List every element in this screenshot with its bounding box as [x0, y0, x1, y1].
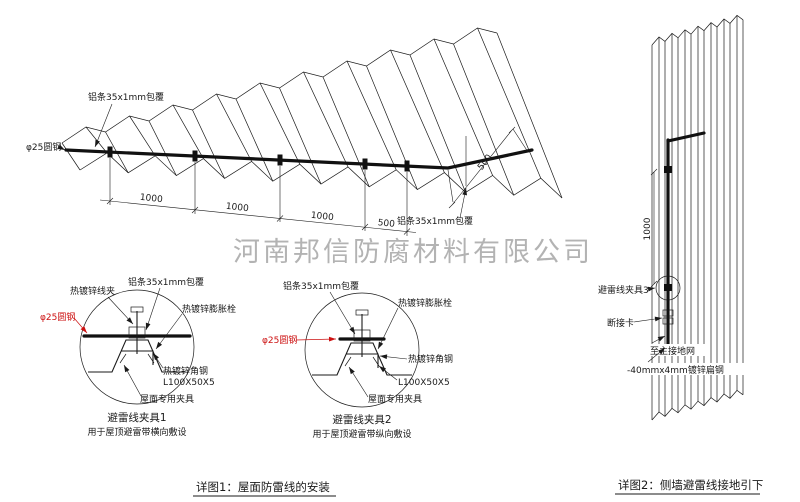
wall-label-clamp3: 避雷线夹具3: [598, 284, 649, 296]
roof-dimension-chain: 1000 1000 1000 500: [99, 128, 529, 236]
clamp-detail-1: 热镀锌线夹 铝条35x1mm包覆 热镀锌膨胀栓 φ25圆钢 热镀锌角钢 L100…: [40, 276, 236, 438]
detail-1-label-roof-clamp: 屋面专用夹具: [140, 393, 194, 405]
detail-2-label-al-strip: 铝条35x1mm包覆: [283, 280, 359, 292]
dim-1000-c: 1000: [310, 211, 334, 223]
clamp-detail-bubble: [655, 275, 681, 301]
wall-clamp-upper: [664, 166, 672, 173]
detail-2-label-round-steel: φ25圆钢: [262, 334, 297, 346]
disconnect-card-b: [662, 317, 674, 325]
detail-1-title: 避雷线夹具1: [107, 411, 166, 424]
detail-2-label-expansion-bolt: 热镀锌膨胀栓: [398, 297, 452, 309]
dim-1000-a: 1000: [139, 193, 163, 205]
detail-1-label-angle-steel: 热镀锌角钢: [163, 365, 208, 377]
wall-label-disconnect: 断接卡: [607, 317, 634, 329]
roof-depth-dimension: 500: [448, 126, 516, 209]
wall-top-profile: [651, 14, 744, 46]
detail-1-label-expansion-bolt: 热镀锌膨胀栓: [182, 303, 236, 315]
wall-dim-1000: 1000: [643, 217, 653, 240]
caption-detail-1: 详图1：屋面防雷线的安装: [196, 480, 330, 494]
roof-label-al-strip-top: 铝条35x1mm包覆: [88, 91, 164, 103]
detail-2-label-roof-clamp: 屋面专用夹具: [368, 393, 422, 405]
company-watermark: 河南邦信防腐材料有限公司: [233, 237, 593, 268]
dim-depth-500: 500: [476, 153, 495, 173]
wall-label-flat-steel: -40mmx4mm镀锌扁钢: [627, 364, 724, 376]
roof-isometric-drawing: 1000 1000 1000 500 500 铝条35x1mm包覆 φ25圆钢 …: [26, 27, 563, 236]
roof-ridge-lines: [61, 27, 563, 199]
detail-1-subtitle: 用于屋顶避雷带横向敷设: [87, 426, 186, 438]
roof-label-round-steel: φ25圆钢: [26, 141, 61, 153]
detail-2-circle: [304, 292, 420, 408]
wall-dimension: 1000: [643, 168, 658, 288]
dim-1000-b: 1000: [225, 202, 249, 214]
roof-top-profile: [61, 27, 498, 144]
dim-500: 500: [377, 218, 395, 230]
detail-1-label-round-steel: φ25圆钢: [40, 311, 75, 323]
roof-label-al-strip-right: 铝条35x1mm包覆: [397, 215, 473, 227]
wall-drawing: 1000 避雷线夹具3 断接卡 至主接地网 -40mmx4mm镀锌扁钢: [598, 14, 747, 421]
detail-2-label-angle-steel: 热镀锌角钢: [408, 353, 453, 365]
detail-1-label-al-strip: 铝条35x1mm包覆: [128, 276, 204, 288]
detail-2-title: 避雷线夹具2: [332, 413, 391, 426]
detail-1-label-wire-clip: 热镀锌线夹: [70, 285, 115, 297]
detail-2-subtitle: 用于屋顶避雷带纵向敷设: [312, 428, 411, 440]
wire-clamps: [107, 146, 410, 172]
clamp-detail-2: 铝条35x1mm包覆 热镀锌膨胀栓 φ25圆钢 热镀锌角钢 L100X50X5 …: [262, 280, 453, 440]
roof-tie-conductor: [666, 131, 706, 143]
captions: 详图1：屋面防雷线的安装 详图2：侧墙避雷线接地引下: [193, 478, 763, 497]
lightning-wire: [64, 148, 534, 170]
wall-label-to-ground: 至主接地网: [650, 345, 695, 357]
wall-clamp-lower: [664, 284, 672, 291]
detail-2-label-angle-spec: L100X50X5: [398, 378, 450, 388]
wall-ribs: [651, 15, 744, 420]
disconnect-card-a: [662, 309, 674, 317]
wall-bottom-profile: [651, 389, 744, 421]
caption-detail-2: 详图2：侧墙避雷线接地引下: [618, 478, 763, 492]
detail-1-circle: [79, 289, 195, 405]
detail-1-label-angle-spec: L100X50X5: [163, 378, 215, 388]
